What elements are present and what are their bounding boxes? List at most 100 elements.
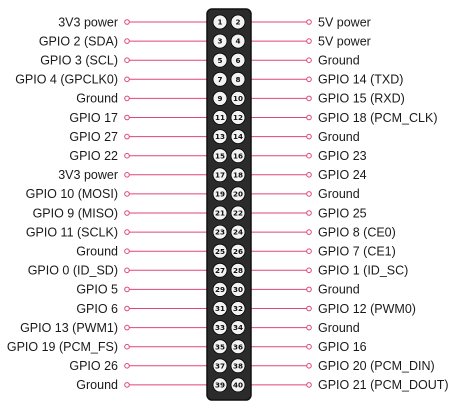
pin-number: 8: [235, 75, 240, 84]
lead-dot-right: [306, 133, 312, 140]
pin-label-right: 5V power: [318, 34, 371, 48]
pin-circle: [212, 52, 228, 68]
pin-label-right: GPIO 24: [318, 168, 367, 182]
pin-29: 29: [212, 281, 228, 297]
pin-number: 10: [233, 94, 243, 103]
lead-dot-left: [124, 95, 130, 102]
pin-31: 31: [212, 301, 228, 316]
lead-dot-left: [124, 114, 130, 121]
lead-dot-left: [124, 191, 130, 197]
lead-dot-right: [306, 114, 312, 121]
pin-24: 24: [230, 224, 246, 240]
pin-number: 1: [217, 18, 222, 27]
pin-number: 39: [215, 381, 225, 390]
lead-dot-right: [306, 19, 312, 25]
pin-23: 23: [212, 224, 228, 240]
lead-dot-left: [124, 382, 130, 388]
pin-label-right: GPIO 25: [318, 206, 367, 220]
lead-dot-left: [124, 305, 130, 312]
lead-dot-left: [124, 229, 130, 235]
pin-number: 32: [233, 304, 243, 313]
pin-36: 36: [230, 339, 246, 355]
pin-33: 33: [212, 320, 228, 336]
pin-circle: [230, 167, 246, 183]
pin-39: 39: [212, 377, 228, 393]
pin-11: 11: [212, 110, 228, 125]
lead-dot-left: [124, 172, 130, 178]
pin-21: 21: [212, 205, 228, 221]
pin-circle: [230, 91, 246, 106]
pin-number: 22: [233, 209, 243, 218]
pin-label-left: GPIO 27: [69, 130, 118, 144]
pin-header-body: [206, 8, 252, 401]
lead-dot-right: [306, 324, 312, 331]
pin-number: 11: [215, 113, 225, 122]
pin-label-left: 3V3 power: [58, 15, 118, 29]
pin-number: 9: [217, 94, 222, 103]
lead-dot-left: [124, 267, 130, 274]
pin-label-right: 5V power: [318, 15, 371, 29]
pin-label-left: Ground: [76, 92, 118, 106]
pin-circle: [212, 224, 228, 240]
pin-number: 21: [215, 209, 225, 218]
pin-number: 26: [233, 247, 243, 256]
pin-circle: [230, 339, 246, 355]
lead-dot-right: [306, 248, 312, 254]
pin-circle: [230, 320, 246, 336]
pin-circle: [230, 301, 246, 316]
pin-label-right: GPIO 15 (RXD): [318, 92, 405, 106]
pin-number: 15: [215, 151, 225, 160]
pin-34: 34: [230, 320, 246, 336]
pin-circle: [212, 148, 228, 164]
pin-number: 33: [215, 323, 225, 332]
lead-dot-left: [124, 210, 130, 216]
pin-22: 22: [230, 205, 246, 221]
pin-circle: [230, 281, 246, 297]
pin-circle: [212, 14, 228, 30]
pin-label-left: GPIO 13 (PWM1): [20, 321, 118, 335]
pin-circle: [212, 129, 228, 145]
lead-dot-right: [306, 343, 312, 350]
lead-dot-right: [306, 305, 312, 312]
pin-label-left: GPIO 4 (GPCLK0): [15, 73, 118, 87]
pin-label-right: GPIO 20 (PCM_DIN): [318, 359, 435, 373]
pin-7: 7: [212, 71, 228, 87]
pin-14: 14: [230, 129, 246, 145]
lead-dot-left: [124, 286, 130, 293]
lead-dot-right: [306, 363, 312, 369]
pin-17: 17: [212, 167, 228, 183]
pin-13: 13: [212, 129, 228, 145]
pin-number: 2: [235, 18, 240, 27]
lead-dot-right: [306, 267, 312, 274]
pin-circle: [230, 224, 246, 240]
pin-number: 3: [217, 37, 222, 46]
pin-circle: [212, 71, 228, 87]
pin-25: 25: [212, 243, 228, 259]
lead-dot-right: [306, 152, 312, 159]
pin-number: 24: [233, 228, 243, 237]
pin-circle: [230, 33, 246, 49]
pin-circle: [230, 186, 246, 202]
pin-2: 2: [230, 14, 246, 30]
pin-circle: [212, 110, 228, 125]
lead-dot-right: [306, 382, 312, 388]
lead-dot-right: [306, 95, 312, 102]
lead-dot-left: [124, 38, 130, 44]
pin-number: 36: [233, 342, 243, 351]
pin-20: 20: [230, 186, 246, 202]
pin-number: 13: [215, 132, 225, 141]
pin-30: 30: [230, 281, 246, 297]
pin-number: 14: [233, 132, 243, 141]
pin-circle: [212, 167, 228, 183]
pin-label-left: 3V3 power: [58, 168, 118, 182]
pin-label-left: GPIO 17: [69, 111, 118, 125]
pin-label-right: GPIO 14 (TXD): [318, 73, 403, 87]
pin-number: 29: [215, 285, 225, 294]
pin-label-left: Ground: [76, 378, 118, 392]
lead-dot-right: [306, 286, 312, 293]
pin-number: 35: [215, 342, 225, 351]
pin-10: 10: [230, 91, 246, 106]
lead-dot-right: [306, 76, 312, 83]
pin-circle: [212, 33, 228, 49]
pin-label-right: Ground: [318, 283, 360, 297]
